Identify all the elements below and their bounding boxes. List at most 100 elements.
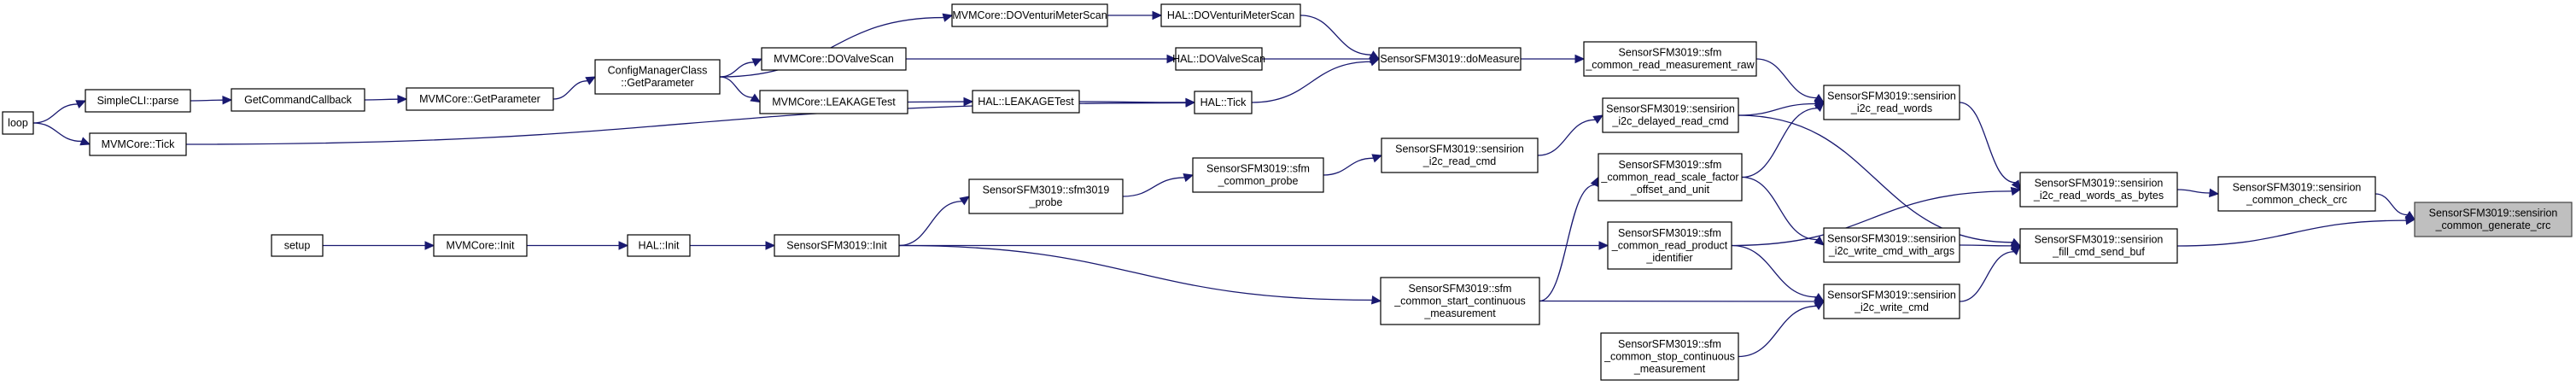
node-label: MVMCore::LEAKAGETest	[772, 96, 896, 108]
node-box	[774, 234, 900, 257]
node-sfm_init[interactable]: SensorSFM3019::Init	[774, 234, 900, 257]
edge-mvmcore_doventurimeterscan-to-hal_doventurimeterscan	[1107, 10, 1163, 20]
edge-loop-to-simplecli_parse	[32, 100, 87, 124]
node-mvmcore_tick[interactable]: MVMCore::Tick	[89, 132, 187, 156]
node-label: SensorSFM3019::sensirion	[2035, 178, 2164, 190]
node-setup[interactable]: setup	[271, 234, 324, 257]
arrowhead-icon	[959, 196, 970, 206]
node-sfm_start_continuous[interactable]: SensorSFM3019::sfm_common_start_continuo…	[1380, 277, 1540, 325]
edge-line	[898, 201, 962, 247]
node-label: setup	[284, 239, 311, 251]
node-sfm_i2c_delayed_read_cmd[interactable]: SensorSFM3019::sensirion_i2c_delayed_rea…	[1602, 97, 1739, 133]
arrowhead-icon	[2010, 245, 2021, 255]
node-sfm_i2c_read_cmd[interactable]: SensorSFM3019::sensirion_i2c_read_cmd	[1381, 137, 1539, 173]
node-mvmcore_doventurimeterscan[interactable]: MVMCore::DOVenturiMeterScan	[951, 3, 1108, 27]
node-label: HAL::DOVenturiMeterScan	[1167, 9, 1294, 21]
node-mvmcore_leakagetest[interactable]: MVMCore::LEAKAGETest	[759, 90, 908, 114]
node-box	[2217, 176, 2376, 212]
node-hal_doventurimeterscan[interactable]: HAL::DOVenturiMeterScan	[1160, 3, 1301, 27]
edge-line	[1300, 15, 1372, 56]
node-label: _common_generate_crc	[2435, 219, 2551, 231]
node-sfm_i2c_read_words[interactable]: SensorSFM3019::sensirion_i2c_read_words	[1823, 85, 1960, 120]
node-box	[271, 234, 324, 257]
node-configmanager_getparameter[interactable]: ConfigManagerClass::GetParameter	[594, 59, 721, 95]
edge-line	[552, 80, 588, 100]
node-getcommandcallback[interactable]: GetCommandCallback	[231, 88, 365, 112]
node-label: SensorSFM3019::sfm	[1206, 163, 1310, 175]
edge-sfm_init-to-sfm3019_probe	[898, 196, 970, 247]
edge-line	[1122, 177, 1185, 197]
edge-sfm_domeasure-to-sfm_read_measurement_raw	[1521, 54, 1586, 64]
node-mvmcore_getparameter[interactable]: MVMCore::GetParameter	[406, 87, 554, 111]
node-hal_leakagetest[interactable]: HAL::LEAKAGETest	[972, 90, 1080, 114]
node-sfm_i2c_write_cmd[interactable]: SensorSFM3019::sensirion_i2c_write_cmd	[1823, 284, 1960, 319]
node-sfm_i2c_write_cmd_with_args[interactable]: SensorSFM3019::sensirion_i2c_write_cmd_w…	[1823, 227, 1960, 263]
node-sfm_read_scale_factor[interactable]: SensorSFM3019::sfm_common_read_scale_fac…	[1598, 153, 1743, 202]
edge-line	[32, 122, 82, 143]
arrowhead-icon	[1814, 301, 1825, 311]
node-label: _i2c_read_words_as_bytes	[2033, 190, 2164, 202]
node-mvmcore_init[interactable]: MVMCore::Init	[433, 234, 528, 257]
node-label: _probe	[1029, 196, 1063, 208]
node-label: MVMCore::GetParameter	[419, 93, 540, 105]
node-box	[433, 234, 528, 257]
arrowhead-icon	[79, 137, 91, 146]
node-box	[1194, 91, 1253, 114]
edge-getcommandcallback-to-mvmcore_getparameter	[364, 94, 408, 104]
edge-line	[1537, 119, 1596, 156]
node-sfm_fill_cmd_send_buf[interactable]: SensorSFM3019::sensirion_fill_cmd_send_b…	[2019, 228, 2178, 264]
arrowhead-icon	[397, 94, 408, 104]
edge-mvmcore_init-to-hal_init	[527, 241, 629, 250]
node-simplecli_parse[interactable]: SimpleCLI::parse	[85, 89, 191, 113]
arrowhead-icon	[2010, 186, 2022, 196]
edge-sfm_fill_cmd_send_buf-to-sfm_common_generate_crc	[2176, 215, 2416, 247]
node-label: loop	[8, 117, 28, 129]
node-box	[1380, 277, 1540, 325]
edge-configmanager_getparameter-to-mvmcore_leakagetest	[719, 76, 762, 103]
node-label: _common_read_measurement_raw	[1585, 59, 1755, 71]
edge-simplecli_parse-to-getcommandcallback	[190, 95, 233, 105]
node-box	[1192, 157, 1324, 193]
arrowhead-icon	[2404, 215, 2416, 225]
arrowhead-icon	[1592, 114, 1604, 125]
node-label: _common_check_crc	[2246, 194, 2347, 206]
node-sfm_read_product_identifier[interactable]: SensorSFM3019::sfm_common_read_product_i…	[1607, 221, 1732, 270]
node-sfm_stop_continuous[interactable]: SensorSFM3019::sfm_common_stop_continuou…	[1600, 332, 1739, 381]
arrowhead-icon	[75, 100, 87, 108]
arrowhead-icon	[750, 93, 762, 103]
node-sfm_read_measurement_raw[interactable]: SensorSFM3019::sfm_common_read_measureme…	[1583, 41, 1757, 77]
node-sfm_domeasure[interactable]: SensorSFM3019::doMeasure	[1378, 47, 1522, 71]
node-hal_tick[interactable]: HAL::Tick	[1194, 91, 1253, 114]
node-label: SensorSFM3019::sfm3019	[983, 184, 1110, 196]
node-sfm_common_generate_crc[interactable]: SensorSFM3019::sensirion_common_generate…	[2414, 202, 2573, 237]
node-box	[406, 87, 554, 111]
arrowhead-icon	[1814, 102, 1825, 112]
node-label: SensorSFM3019::sensirion	[1827, 290, 1956, 301]
arrowhead-icon	[1574, 54, 1586, 64]
node-hal_dovalvescan[interactable]: HAL::DOValveScan	[1172, 47, 1265, 71]
node-box	[1602, 97, 1739, 133]
edge-line	[1251, 61, 1371, 103]
edge-configmanager_getparameter-to-mvmcore_doventurimeterscan	[719, 13, 954, 78]
edge-sfm_init-to-sfm_read_product_identifier	[899, 241, 1609, 250]
node-sfm3019_probe[interactable]: SensorSFM3019::sfm3019_probe	[968, 178, 1124, 214]
node-box	[951, 3, 1108, 27]
edge-sfm_i2c_write_cmd-to-sfm_fill_cmd_send_buf	[1959, 245, 2021, 302]
node-hal_init[interactable]: HAL::Init	[627, 234, 691, 257]
node-label: HAL::LEAKAGETest	[978, 96, 1074, 108]
node-sfm_common_check_crc[interactable]: SensorSFM3019::sensirion_common_check_cr…	[2217, 176, 2376, 212]
arrowhead-icon	[1814, 236, 1825, 246]
node-mvmcore_dovalvescan[interactable]: MVMCore::DOValveScan	[761, 47, 907, 71]
node-label: SensorSFM3019::sfm	[1619, 159, 1722, 171]
node-sfm_common_probe[interactable]: SensorSFM3019::sfm_common_probe	[1192, 157, 1324, 193]
edge-hal_init-to-sfm_init	[690, 241, 776, 250]
node-label: SensorSFM3019::sensirion	[1395, 143, 1524, 155]
edge-sfm_i2c_read_cmd-to-sfm_i2c_delayed_read_cmd	[1537, 114, 1604, 156]
edge-hal_doventurimeterscan-to-sfm_domeasure	[1300, 15, 1381, 60]
node-loop[interactable]: loop	[2, 111, 34, 135]
node-box	[2414, 202, 2573, 237]
node-sfm_i2c_read_words_as_bytes[interactable]: SensorSFM3019::sensirion_i2c_read_words_…	[2019, 172, 2178, 208]
node-label: _i2c_delayed_read_cmd	[1611, 115, 1728, 127]
node-box	[2, 111, 34, 135]
